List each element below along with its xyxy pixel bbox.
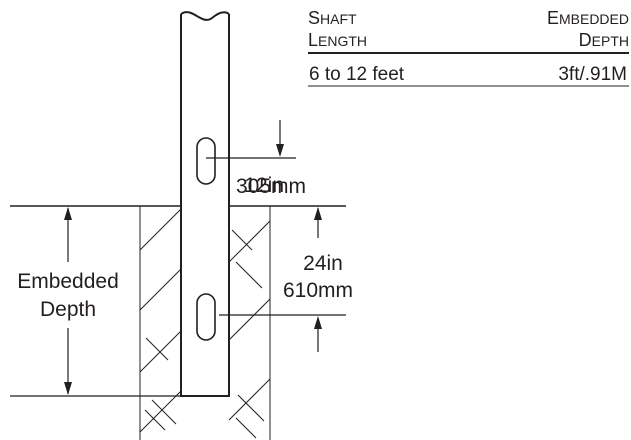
lower-slot-offset-metric: 610mm	[283, 279, 353, 302]
top-slot-offset-dimension	[206, 120, 296, 159]
header2-line2-rest: EPTH	[592, 33, 629, 49]
embedment-table: SHAFT LENGTH EMBEDDED DEPTH 6 to 12 feet…	[308, 8, 629, 87]
upper-slot	[196, 137, 216, 185]
table-header-shaft-length-line1: SHAFT	[308, 8, 357, 28]
header2-line1-rest: MBEDDED	[559, 11, 629, 27]
shaft-break-line	[180, 11, 230, 21]
embedded-depth-label-line2: Depth	[40, 298, 96, 321]
header2-line2-cap: D	[579, 30, 592, 50]
pole-shaft	[180, 11, 230, 397]
header1-line2-cap: L	[308, 30, 318, 50]
embedded-depth-dimension	[64, 207, 72, 395]
backfill-left	[139, 206, 182, 440]
lower-slot	[196, 293, 216, 341]
table-cell-embedded-depth: 3ft/.91M	[558, 64, 627, 85]
table-header-embedded-depth-line1: EMBEDDED	[547, 8, 629, 28]
top-slot-offset-imperial: 12in	[244, 174, 284, 197]
table-cell-shaft-length: 6 to 12 feet	[309, 64, 405, 85]
header2-line1-cap: E	[547, 8, 559, 28]
embedded-depth-label-line1: Embedded	[17, 270, 119, 293]
lower-slot-offset-dimension	[219, 207, 346, 352]
header1-line1-cap: S	[308, 8, 320, 28]
lower-slot-offset-imperial: 24in	[303, 252, 343, 275]
table-header-embedded-depth-line2: DEPTH	[579, 30, 629, 50]
header1-line2-rest: ENGTH	[318, 33, 367, 49]
backfill-right	[228, 206, 271, 440]
top-slot-metric-text: 305mm	[236, 175, 306, 198]
header1-line1-rest: HAFT	[320, 11, 357, 27]
table-header-shaft-length-line2: LENGTH	[308, 30, 367, 50]
